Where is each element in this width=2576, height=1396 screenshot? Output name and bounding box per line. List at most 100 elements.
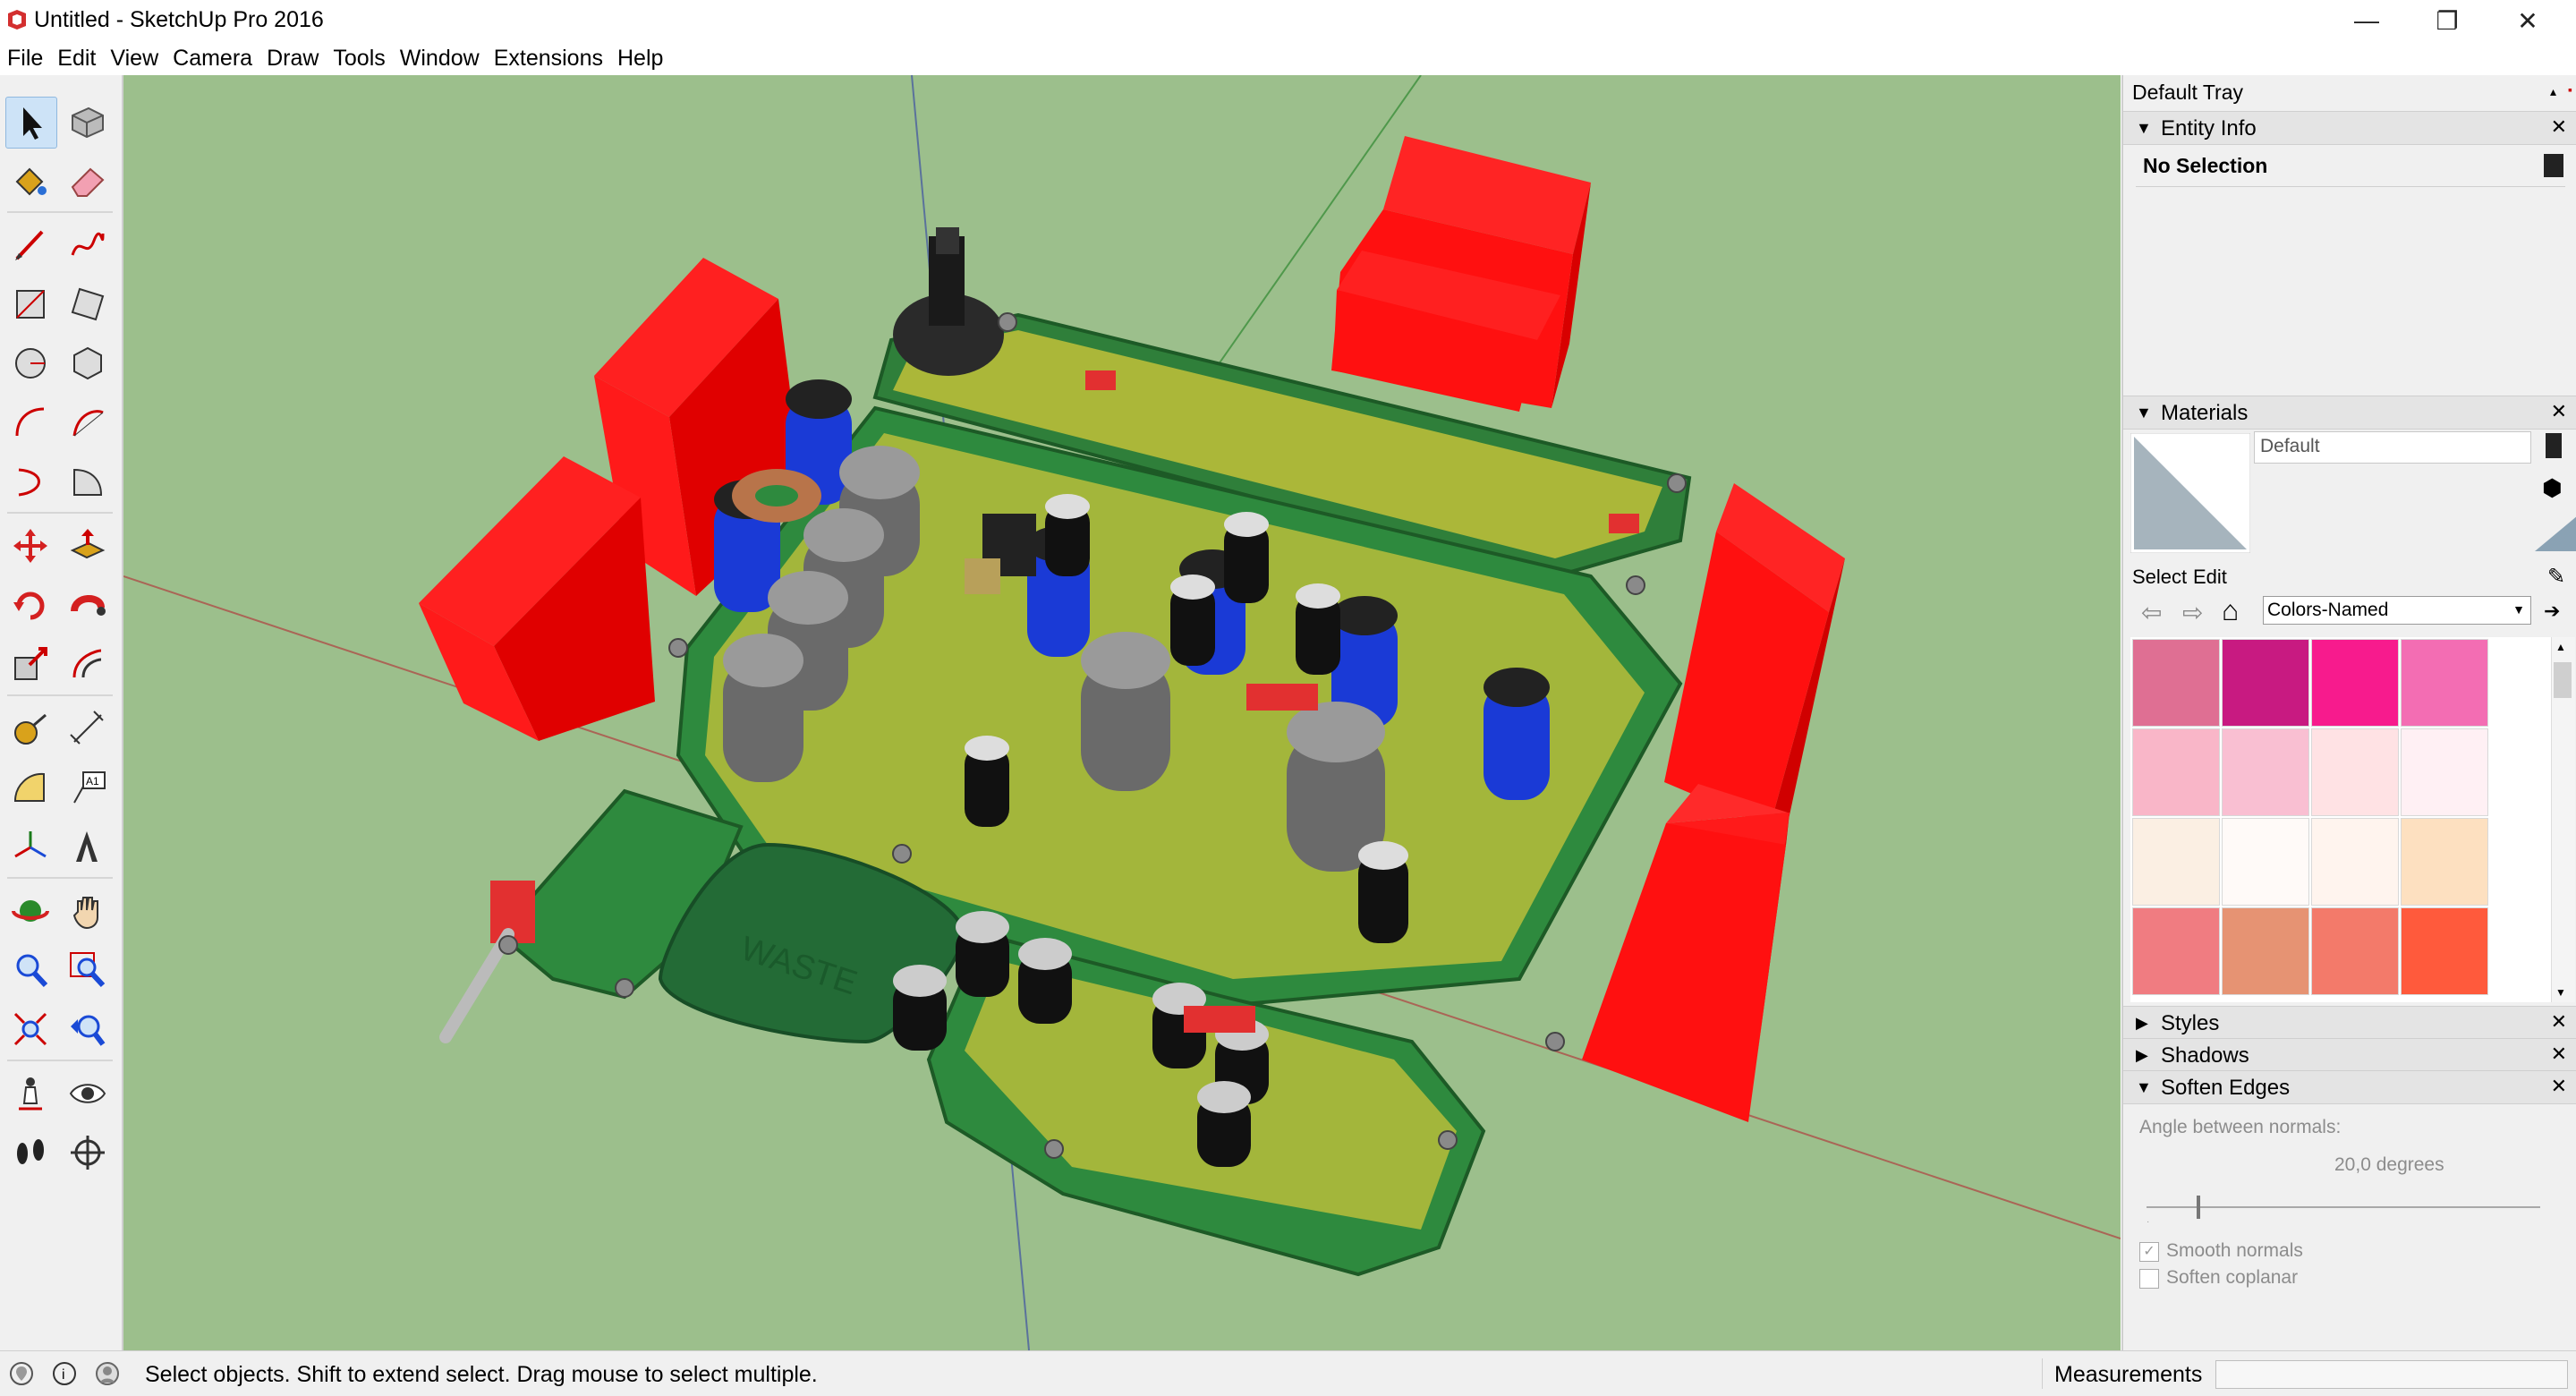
scale-tool-icon[interactable] (5, 639, 55, 689)
dimension-tool-icon[interactable] (63, 703, 113, 753)
create-material-icon[interactable] (2546, 433, 2562, 458)
entity-info-header[interactable]: ▼ Entity Info ✕ (2123, 111, 2576, 145)
soften-coplanar-checkbox[interactable] (2139, 1269, 2159, 1289)
capacitor-gray[interactable] (1081, 632, 1170, 791)
menu-file[interactable]: File (7, 45, 44, 71)
capacitor-blue[interactable] (1484, 668, 1550, 800)
two-point-arc-icon[interactable] (63, 397, 113, 447)
home-icon[interactable]: ⌂ (2222, 594, 2240, 626)
styles-header[interactable]: ▶ Styles ✕ (2123, 1006, 2576, 1040)
connector-header[interactable] (1246, 684, 1318, 711)
text-tool-icon[interactable]: A1 (63, 762, 113, 813)
material-swatch[interactable] (2132, 907, 2220, 995)
pie-tool-icon[interactable] (63, 456, 113, 506)
panel-close-icon[interactable]: ✕ (2550, 1043, 2567, 1065)
angle-slider-thumb[interactable] (2197, 1196, 2200, 1219)
details-arrow-icon[interactable]: ➔ (2544, 600, 2561, 622)
position-camera-icon[interactable] (5, 1068, 55, 1119)
zoom-tool-icon[interactable] (5, 945, 55, 995)
back-arrow-icon[interactable]: ⇦ (2141, 599, 2163, 626)
entity-details-toggle-icon[interactable] (2544, 154, 2563, 177)
three-point-arc-icon[interactable] (5, 456, 55, 506)
capacitor-black[interactable] (893, 965, 947, 1051)
capacitor-black[interactable] (1197, 1081, 1251, 1167)
tape-measure-icon[interactable] (5, 703, 55, 753)
scroll-down-icon[interactable]: ▼ (2555, 986, 2566, 999)
pcb-board-main[interactable] (676, 405, 1683, 1009)
capacitor-gray[interactable] (1287, 702, 1385, 872)
forward-arrow-icon[interactable]: ⇨ (2182, 599, 2204, 626)
push-pull-icon[interactable] (63, 521, 113, 571)
material-swatch[interactable] (2311, 728, 2399, 816)
tab-edit[interactable]: Edit (2193, 566, 2227, 588)
swatch-scrollbar[interactable]: ▲ ▼ (2551, 637, 2575, 1002)
orbit-tool-icon[interactable] (5, 886, 55, 936)
capacitor-black[interactable] (1170, 575, 1215, 666)
capacitor-black[interactable] (1018, 938, 1072, 1024)
menu-camera[interactable]: Camera (173, 45, 253, 71)
material-swatch[interactable] (2132, 818, 2220, 906)
axes-tool-icon[interactable] (5, 821, 55, 872)
rotary-switch[interactable] (893, 227, 1004, 376)
menu-window[interactable]: Window (399, 45, 480, 71)
scroll-thumb[interactable] (2554, 662, 2572, 698)
connector-header[interactable] (1609, 514, 1639, 533)
freehand-tool-icon[interactable] (63, 220, 113, 270)
smooth-normals-checkbox[interactable]: ✓ (2139, 1242, 2159, 1262)
model-viewport[interactable]: WASTE (123, 75, 2121, 1350)
line-tool-icon[interactable] (5, 220, 55, 270)
make-component-icon[interactable] (63, 97, 113, 147)
material-swatch[interactable] (2401, 818, 2488, 906)
capacitor-black[interactable] (965, 736, 1009, 827)
offset-tool-icon[interactable] (63, 639, 113, 689)
capacitor-black[interactable] (956, 911, 1009, 997)
red-block-back-right[interactable] (1333, 251, 1560, 412)
material-swatch[interactable] (2222, 728, 2309, 816)
capacitor-blue[interactable] (1331, 596, 1398, 728)
close-button[interactable]: ✕ (2517, 6, 2538, 35)
zoom-window-icon[interactable] (63, 945, 113, 995)
capacitor-black[interactable] (1358, 841, 1408, 943)
material-swatch[interactable] (2311, 907, 2399, 995)
panel-close-icon[interactable]: ✕ (2550, 1075, 2567, 1097)
capacitor-black[interactable] (1224, 512, 1269, 603)
tray-close-icon[interactable]: ▪ (2568, 82, 2572, 97)
paint-bucket-icon[interactable] (5, 156, 55, 206)
eraser-icon[interactable] (63, 156, 113, 206)
panel-close-icon[interactable]: ✕ (2550, 400, 2567, 422)
scroll-up-icon[interactable]: ▲ (2555, 641, 2566, 653)
polygon-tool-icon[interactable] (63, 338, 113, 388)
panel-close-icon[interactable]: ✕ (2550, 1010, 2567, 1033)
zoom-extents-icon[interactable] (5, 1004, 55, 1054)
geo-location-icon[interactable] (9, 1361, 34, 1386)
minimize-button[interactable]: — (2354, 6, 2379, 34)
materials-header[interactable]: ▼ Materials ✕ (2123, 396, 2576, 430)
soften-edges-header[interactable]: ▼ Soften Edges ✕ (2123, 1070, 2576, 1104)
collection-dropdown[interactable]: Colors-Named ▼ (2263, 596, 2531, 625)
capacitor-black[interactable] (1296, 583, 1340, 675)
look-around-icon[interactable] (63, 1068, 113, 1119)
menu-extensions[interactable]: Extensions (493, 45, 603, 71)
display-secondary-pane-icon[interactable] (2535, 515, 2576, 551)
waste-plate[interactable]: WASTE (658, 842, 965, 1044)
material-swatch[interactable] (2311, 639, 2399, 727)
angle-slider-track[interactable] (2147, 1206, 2540, 1208)
capacitor-black[interactable] (1045, 494, 1090, 576)
material-swatch[interactable] (2401, 907, 2488, 995)
model-scene[interactable]: WASTE (123, 75, 2121, 1350)
sample-paint-icon[interactable]: ⬢ (2542, 474, 2563, 501)
pin-icon[interactable]: ▴ (2549, 84, 2556, 98)
measurements-field[interactable] (2215, 1360, 2568, 1389)
material-swatch[interactable] (2222, 639, 2309, 727)
material-swatch[interactable] (2132, 728, 2220, 816)
protractor-icon[interactable] (5, 762, 55, 813)
tab-select[interactable]: Select (2132, 566, 2188, 588)
previous-view-icon[interactable] (63, 1004, 113, 1054)
menu-draw[interactable]: Draw (267, 45, 319, 71)
shadows-header[interactable]: ▶ Shadows ✕ (2123, 1038, 2576, 1072)
section-plane-icon[interactable] (63, 1128, 113, 1178)
capacitor-gray[interactable] (723, 634, 803, 782)
pan-tool-icon[interactable] (63, 886, 113, 936)
potentiometer[interactable] (965, 514, 1036, 594)
circle-tool-icon[interactable] (5, 338, 55, 388)
